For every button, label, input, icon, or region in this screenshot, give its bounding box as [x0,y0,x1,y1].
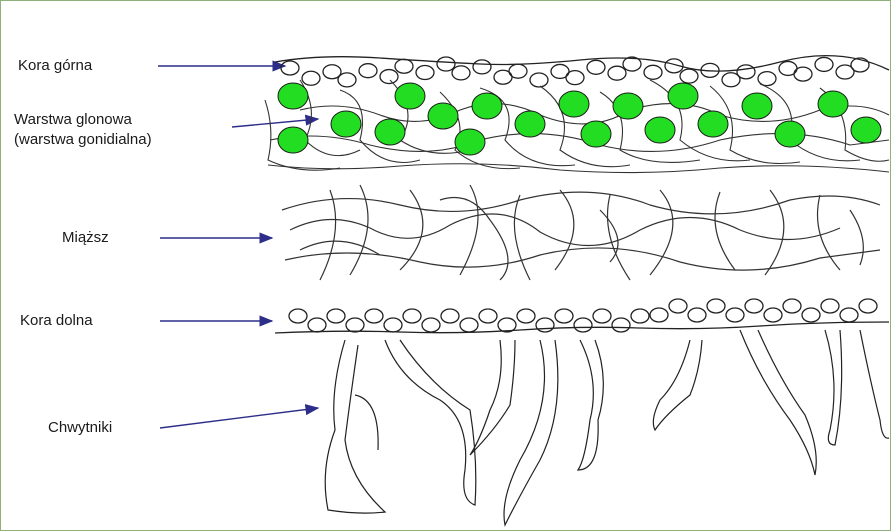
cortex-cell [479,309,497,323]
algal-cell [455,129,485,155]
cortex-cell [473,60,491,74]
algal-cell [428,103,458,129]
cortex-cell [416,66,434,80]
cortex-cell [365,309,383,323]
cortex-cell [821,299,839,313]
cortex-cell [460,318,478,332]
rhizine [325,340,385,513]
algal-cell [515,111,545,137]
rhizine [470,340,515,455]
cortex-cell [555,309,573,323]
algal-cell [698,111,728,137]
algal-layer [265,80,889,173]
cortex-cell [745,299,763,313]
algal-cell [668,83,698,109]
cortex-cell [802,308,820,322]
cortex-cell [327,309,345,323]
cortex-cell [631,309,649,323]
algal-cell [775,121,805,147]
cortex-cell [395,59,413,73]
cortex-cell [794,67,812,81]
medulla [282,185,880,280]
cortex-cell [737,65,755,79]
cortex-cell [688,308,706,322]
cortex-cell [566,71,584,85]
algal-cell [278,83,308,109]
rhizine [825,330,842,445]
lower-cortex [275,299,889,333]
cortex-cell [680,69,698,83]
algal-cell [375,119,405,145]
rhizine [653,340,702,430]
cortex-cell [346,318,364,332]
cortex-cell [587,60,605,74]
cortex-cell [302,71,320,85]
cortex-cell [281,61,299,75]
cortex-cell [840,308,858,322]
label-arrows [158,66,318,428]
algal-cell [818,91,848,117]
algal-cell [559,91,589,117]
algal-cell [395,83,425,109]
algal-layer-alt-label: (warstwa gonidialna) [14,131,152,149]
rhizines-label: Chwytniki [48,419,112,437]
rhizine [355,395,378,450]
rhizines [325,330,889,525]
cortex-cell [338,73,356,87]
algal-layer-label: Warstwa glonowa [14,111,132,129]
upper-cortex [275,56,889,87]
rhizines-arrow [160,408,318,428]
algal-cell [581,121,611,147]
cortex-cell [441,309,459,323]
cortex-cell [764,308,782,322]
cortex-cell [380,70,398,84]
cortex-cell [726,308,744,322]
cortex-cell [574,318,592,332]
rhizine [740,330,816,475]
algal-cell [851,117,881,143]
cortex-cell [623,57,641,71]
rhizine [385,340,476,505]
cortex-cell [384,318,402,332]
lower-cortex-label: Kora dolna [20,312,93,330]
cortex-cell [403,309,421,323]
medulla-label: Miąższ [62,229,109,247]
cortex-cell [509,64,527,78]
cortex-cell [422,318,440,332]
algal-cell [331,111,361,137]
cortex-cell [536,318,554,332]
cortex-cell [608,66,626,80]
algal-cell [742,93,772,119]
algal-layer-arrow [232,119,318,127]
algal-cell [613,93,643,119]
cortex-cell [758,72,776,86]
rhizine [860,330,889,438]
algal-cell [645,117,675,143]
cortex-cell [612,318,630,332]
cortex-cell [783,299,801,313]
cortex-cell [437,57,455,71]
cortex-cell [517,309,535,323]
upper-cortex-label: Kora górna [18,57,92,75]
rhizine [504,340,558,525]
algal-cell [278,127,308,153]
cortex-cell [644,65,662,79]
cortex-cell [359,64,377,78]
rhizine [578,340,603,470]
cortex-cell [669,299,687,313]
algal-cell [472,93,502,119]
cortex-cell [289,309,307,323]
cortex-cell [308,318,326,332]
cortex-cell [815,57,833,71]
cortex-cell [452,66,470,80]
cortex-cell [650,308,668,322]
cortex-cell [593,309,611,323]
cortex-cell [859,299,877,313]
cortex-cell [530,73,548,87]
cortex-cell [707,299,725,313]
